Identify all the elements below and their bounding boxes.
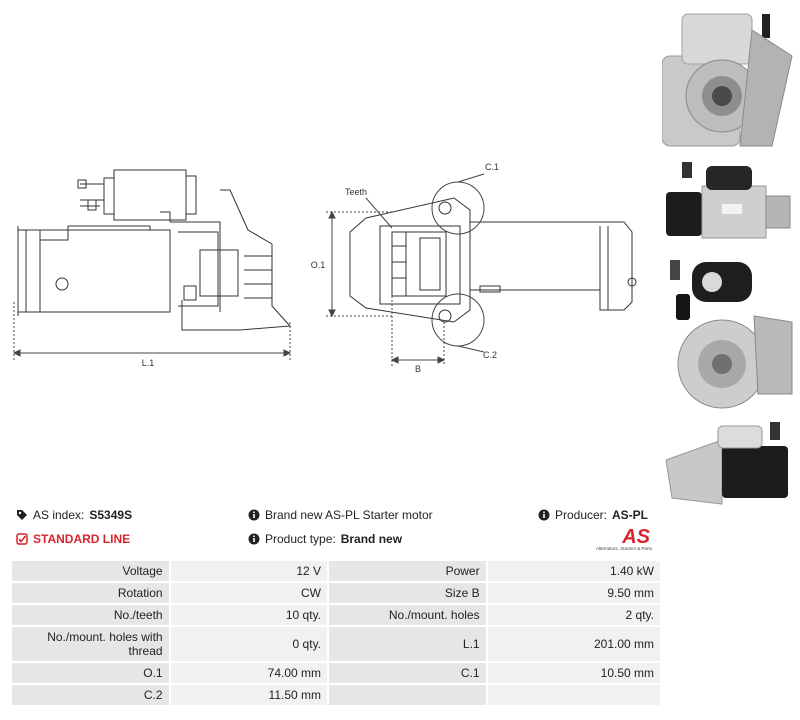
- spec-key: [329, 685, 486, 705]
- spec-value: 11.50 mm: [170, 685, 328, 705]
- logo-subtitle: Alternators, Starters & Parts: [595, 546, 652, 551]
- table-row: Rotation CW Size B 9.50 mm: [12, 583, 660, 603]
- as-index-value: S5349S: [89, 508, 133, 522]
- spec-key: Voltage: [12, 561, 169, 581]
- spec-key: No./teeth: [12, 605, 169, 625]
- product-type-label: Product type:: [265, 532, 336, 546]
- spec-value: [487, 685, 660, 705]
- photo-side-view[interactable]: [662, 156, 797, 246]
- spec-value: CW: [170, 583, 328, 603]
- label-l1: L.1: [142, 358, 155, 368]
- spec-key: No./mount. holes with thread: [12, 627, 169, 661]
- spec-key: L.1: [329, 627, 486, 661]
- spec-value: 10.50 mm: [487, 663, 660, 683]
- table-row: No./mount. holes with thread 0 qty. L.1 …: [12, 627, 660, 661]
- product-info: AS index: S5349S STANDARD LINE Brand new…: [16, 504, 656, 554]
- spec-key: C.2: [12, 685, 169, 705]
- photo-rear-view[interactable]: [662, 254, 797, 412]
- spec-value: 2 qty.: [487, 605, 660, 625]
- spec-key: Size B: [329, 583, 486, 603]
- label-teeth: Teeth: [345, 187, 367, 197]
- info-icon: [248, 509, 260, 521]
- as-index: AS index: S5349S: [16, 508, 132, 522]
- spec-value: 201.00 mm: [487, 627, 660, 661]
- product-photos: [662, 6, 797, 518]
- spec-value: 10 qty.: [170, 605, 328, 625]
- check-square-icon: [16, 533, 28, 545]
- spec-key: Rotation: [12, 583, 169, 603]
- svg-text:AS: AS: [621, 526, 650, 546]
- standard-line: STANDARD LINE: [16, 532, 130, 546]
- table-row: O.1 74.00 mm C.1 10.50 mm: [12, 663, 660, 683]
- info-icon: [248, 533, 260, 545]
- producer: Producer: AS-PL: [538, 508, 648, 522]
- producer-label: Producer:: [554, 508, 607, 522]
- table-row: C.2 11.50 mm: [12, 685, 660, 705]
- spec-key: Power: [329, 561, 486, 581]
- spec-value: 12 V: [170, 561, 328, 581]
- front-view-drawing: [349, 197, 637, 323]
- photo-angle-view[interactable]: [662, 420, 797, 510]
- description: Brand new AS-PL Starter motor: [248, 508, 433, 522]
- photo-front-view[interactable]: [662, 6, 797, 148]
- spec-value: 74.00 mm: [170, 663, 328, 683]
- info-icon: [538, 509, 550, 521]
- l1-dimension: [12, 302, 292, 360]
- as-index-label: AS index:: [33, 508, 85, 522]
- tag-icon: [17, 510, 27, 520]
- o1-dimension: [326, 173, 485, 366]
- table-row: No./teeth 10 qty. No./mount. holes 2 qty…: [12, 605, 660, 625]
- spec-value: 1.40 kW: [487, 561, 660, 581]
- label-b: B: [415, 364, 421, 374]
- product-type-value: Brand new: [340, 532, 403, 546]
- producer-value: AS-PL: [612, 508, 648, 522]
- spec-key: No./mount. holes: [329, 605, 486, 625]
- table-row: Voltage 12 V Power 1.40 kW: [12, 561, 660, 581]
- product-type: Product type: Brand new: [248, 532, 402, 546]
- as-pl-logo: AS Alternators, Starters & Parts: [584, 524, 652, 554]
- spec-key: O.1: [12, 663, 169, 683]
- specs-table: Voltage 12 V Power 1.40 kW Rotation CW S…: [10, 559, 662, 707]
- spec-value: 0 qty.: [170, 627, 328, 661]
- label-c1: C.1: [485, 162, 499, 172]
- description-text: Brand new AS-PL Starter motor: [265, 508, 433, 522]
- spec-value: 9.50 mm: [487, 583, 660, 603]
- technical-drawings: L.1 O.1 C.1 C.2 Teeth B: [12, 162, 637, 374]
- label-c2: C.2: [483, 350, 497, 360]
- side-view-drawing: [17, 169, 292, 331]
- spec-key: C.1: [329, 663, 486, 683]
- as-logo-mark: AS: [621, 526, 650, 548]
- label-o1: O.1: [311, 260, 326, 270]
- standard-line-text: STANDARD LINE: [33, 532, 131, 546]
